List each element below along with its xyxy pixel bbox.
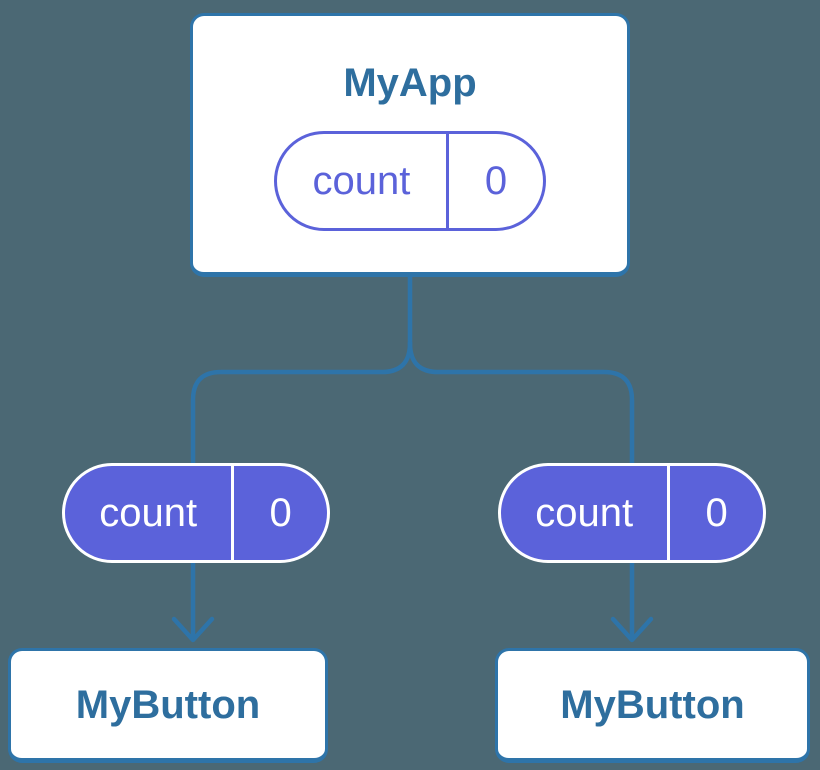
prop-pill-right: count 0 (498, 463, 766, 563)
component-title: MyApp (343, 61, 477, 105)
left-arrowhead-icon (171, 616, 215, 643)
component-node-mybutton-left: MyButton (8, 648, 328, 763)
component-node-myapp: MyApp count 0 (190, 13, 630, 277)
component-node-mybutton-right: MyButton (495, 648, 810, 763)
component-title: MyButton (560, 682, 745, 727)
prop-pill-left: count 0 (62, 463, 330, 563)
prop-pill-value: 0 (231, 466, 327, 560)
prop-pill-label: count (535, 491, 634, 535)
component-title: MyButton (75, 682, 261, 727)
right-arrowhead-icon (610, 616, 654, 643)
prop-pill-label: count (99, 491, 198, 535)
state-pill-value: 0 (445, 134, 543, 228)
state-pill-label: count (312, 159, 411, 203)
prop-pill-value: 0 (667, 466, 763, 560)
state-pill-myapp: count 0 (274, 131, 546, 231)
right-branch-line (407, 340, 635, 641)
left-branch-line (190, 340, 413, 641)
